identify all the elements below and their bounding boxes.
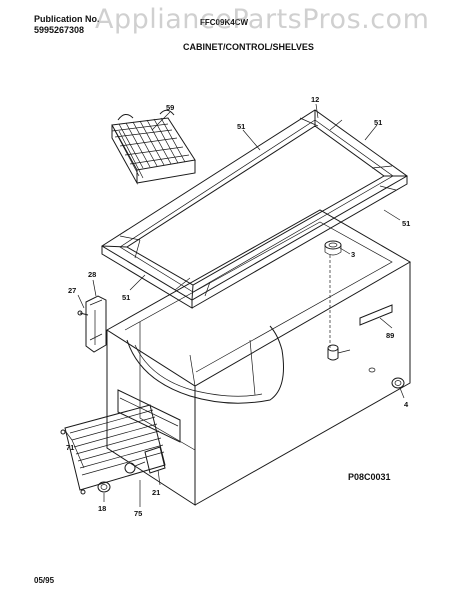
lid-hinge — [77, 295, 107, 353]
publication-label: Publication No. — [34, 14, 100, 24]
section-title: CABINET/CONTROL/SHELVES — [183, 42, 314, 52]
callout-75: 75 — [134, 509, 142, 518]
diagram-code: P08C0031 — [348, 472, 391, 482]
leader-lines — [65, 103, 405, 507]
drain-fitting — [327, 344, 376, 373]
watermark: AppliancePartsPros.com — [95, 4, 430, 35]
callout-28: 28 — [88, 270, 96, 279]
footer-date: 05/95 — [34, 576, 55, 585]
callout-18: 18 — [98, 504, 106, 513]
thermostat-knob — [324, 240, 342, 256]
callout-27: 27 — [68, 286, 76, 295]
callout-59: 59 — [166, 103, 174, 112]
publication-number: 5995267308 — [34, 25, 85, 35]
lid-gasket — [101, 109, 408, 309]
kickplate-grille — [60, 404, 166, 495]
callout-51-right: 51 — [402, 219, 410, 228]
callout-51-top-left: 51 — [237, 122, 245, 131]
drain-plug — [391, 377, 405, 389]
model-number: FFC09K4CW — [200, 18, 249, 27]
callout-4: 4 — [404, 400, 409, 409]
callout-51-top-right: 51 — [374, 118, 382, 127]
control-bracket — [117, 389, 181, 443]
callout-21: 21 — [152, 488, 160, 497]
callout-71: 71 — [66, 443, 74, 452]
control-knob — [97, 481, 111, 493]
callout-51-left: 51 — [122, 293, 130, 302]
callout-89: 89 — [386, 331, 394, 340]
callout-3: 3 — [351, 250, 355, 259]
cabinet-body — [106, 209, 412, 506]
callout-12: 12 — [311, 95, 319, 104]
shelf-basket — [111, 109, 196, 185]
temperature-control — [124, 446, 166, 474]
